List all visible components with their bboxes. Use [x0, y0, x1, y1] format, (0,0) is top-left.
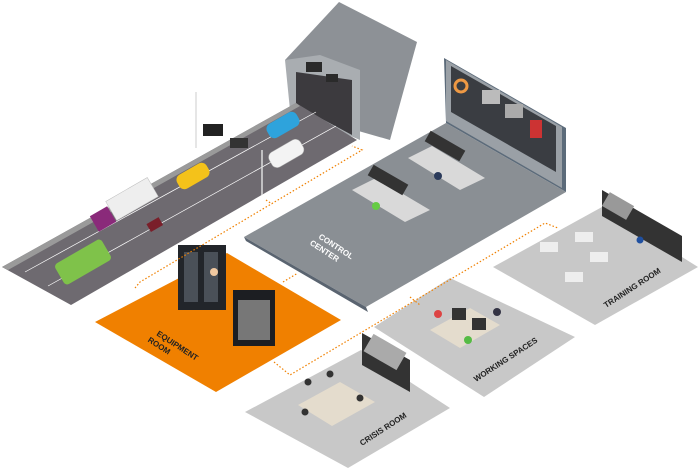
- motorcycle-icon: [146, 217, 164, 232]
- car-icon: [266, 111, 300, 139]
- working-spaces: [374, 278, 575, 397]
- tunnel-icon: [285, 2, 417, 140]
- car-icon: [268, 139, 305, 168]
- connector-lines: [134, 145, 559, 376]
- van-icon: [55, 239, 111, 285]
- car-icon: [176, 162, 210, 190]
- crisis-room: [245, 333, 450, 468]
- training-room: [493, 190, 698, 325]
- workstation-icon: [352, 130, 485, 222]
- truck-cab-icon: [89, 206, 117, 232]
- truck-icon: [105, 177, 159, 221]
- equipment-room: [95, 245, 341, 392]
- control-center-room: [244, 58, 566, 312]
- video-wall-icon: [451, 66, 556, 172]
